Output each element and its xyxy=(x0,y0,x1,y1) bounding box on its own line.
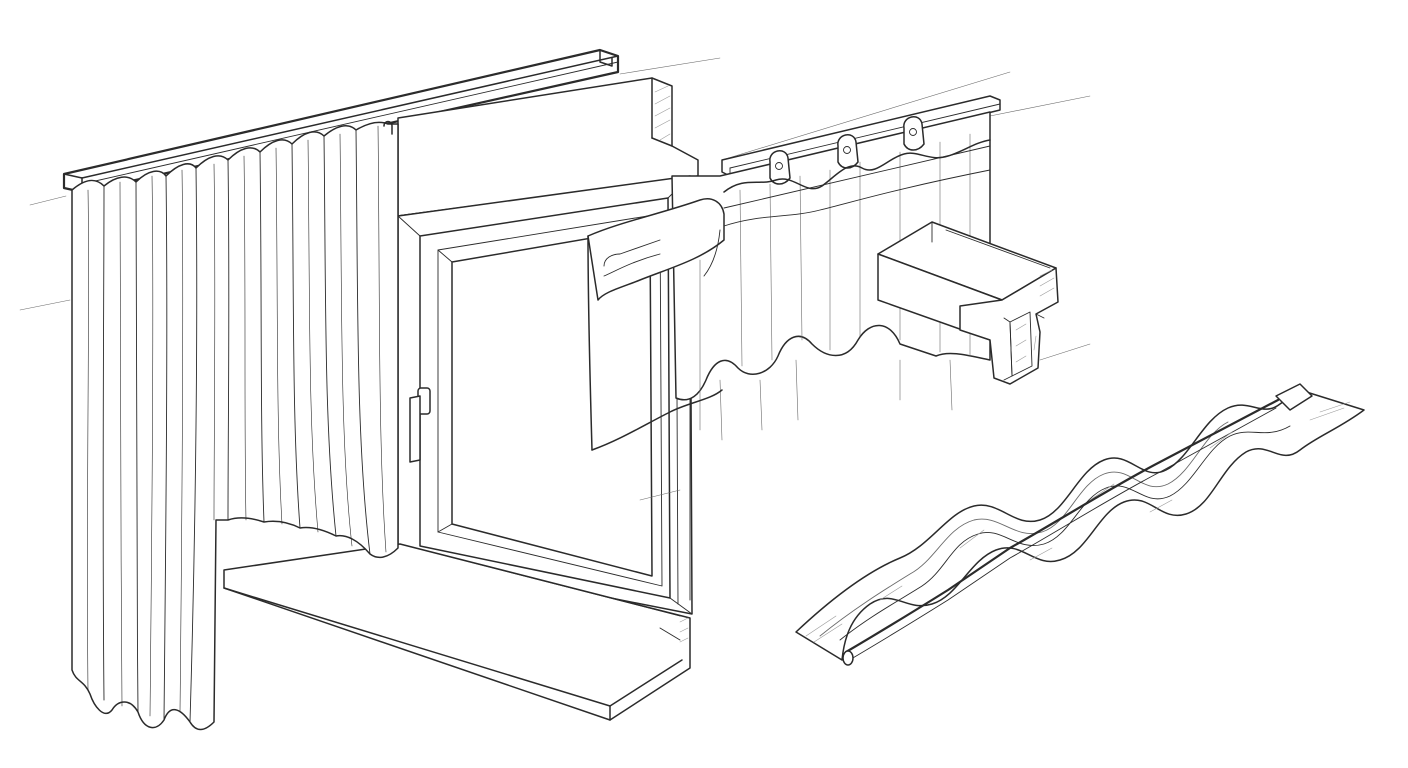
window-handle xyxy=(409,387,431,463)
profile-hatching xyxy=(1015,269,1055,363)
curtain-corner-fold xyxy=(587,198,725,451)
wall-construction-lines xyxy=(19,57,721,311)
glider-hooks xyxy=(723,116,991,193)
gathered-curtain xyxy=(71,120,399,731)
window-sill xyxy=(223,543,691,721)
glider-hook xyxy=(837,134,859,169)
room-view-panel xyxy=(19,48,721,731)
ceiling-track xyxy=(62,48,620,194)
glider-hook xyxy=(769,150,791,185)
sill-hatching xyxy=(679,617,689,643)
track-profile-section xyxy=(877,221,1059,385)
tape-hatching xyxy=(805,401,1351,643)
track-detail-panel xyxy=(587,71,1091,501)
wave-heading-tape xyxy=(795,383,1365,666)
glider-hook xyxy=(903,116,925,151)
reveal-hatching xyxy=(654,85,671,141)
tape-detail-panel xyxy=(795,383,1365,666)
track-wall-lines xyxy=(639,71,1091,501)
